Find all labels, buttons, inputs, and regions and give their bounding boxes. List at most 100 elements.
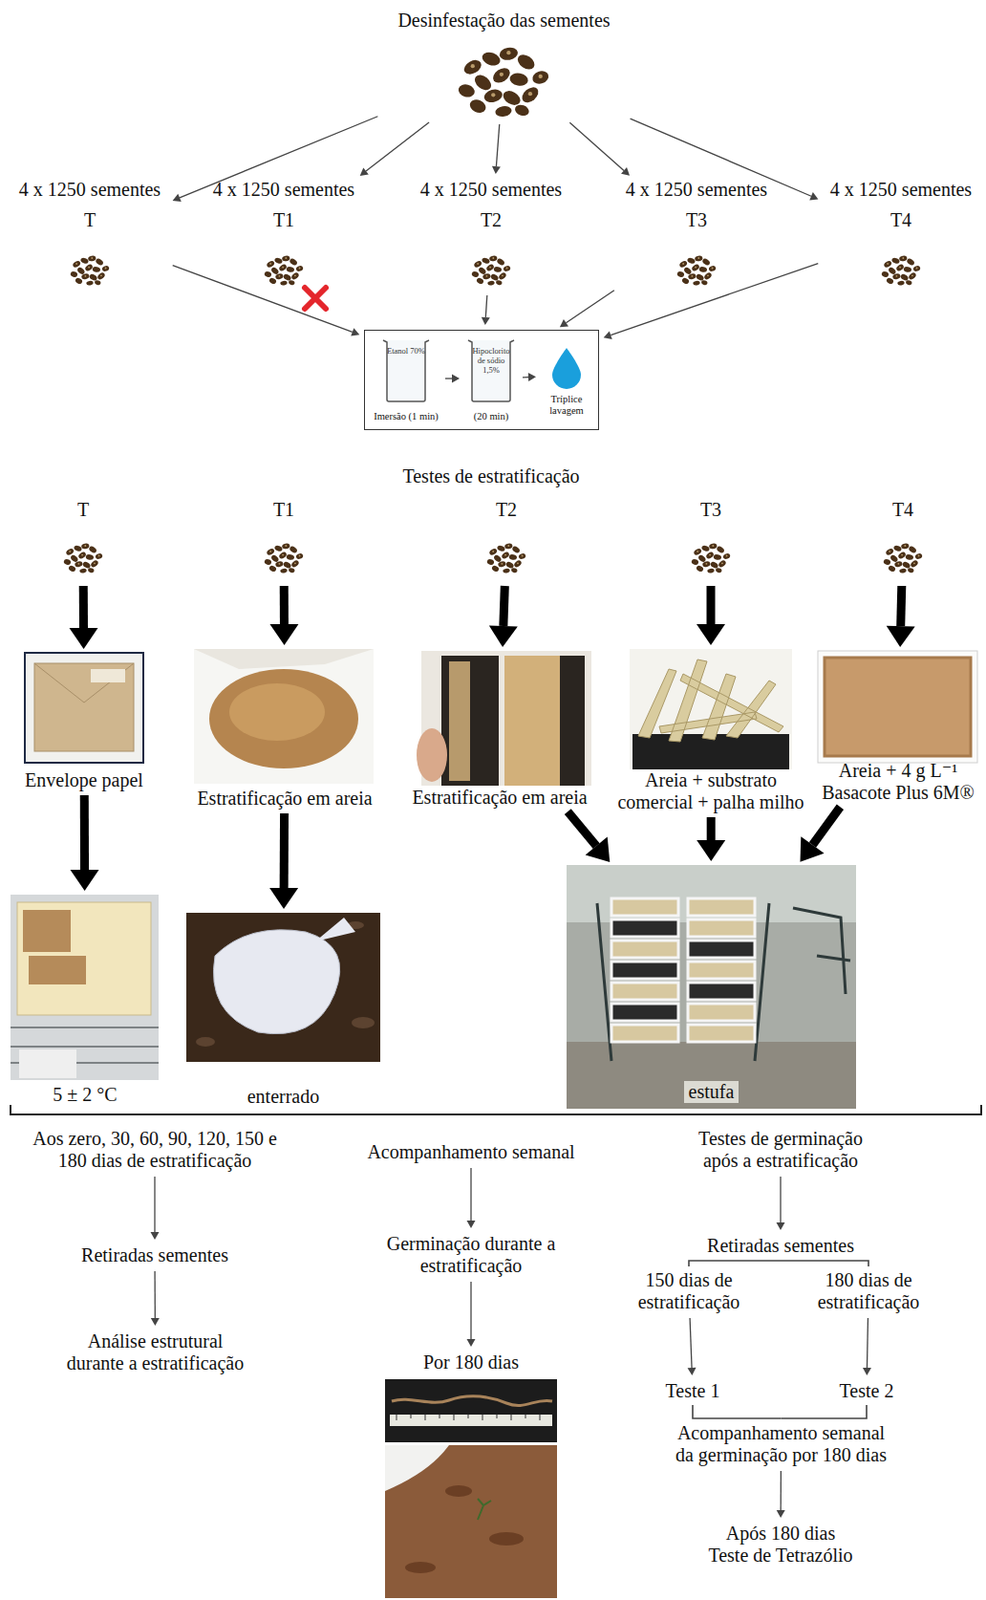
- connector-line: [153, 1270, 156, 1318]
- connector: [150, 1270, 160, 1326]
- arrowhead: [350, 327, 360, 336]
- sand-strip: [449, 661, 471, 781]
- arrowhead: [489, 624, 518, 647]
- connector: [70, 794, 100, 891]
- node-text: Retiradas sementes: [707, 1234, 855, 1257]
- connector-line: [565, 290, 614, 323]
- connector: [467, 1281, 476, 1347]
- buried-photo: [186, 912, 381, 1062]
- photo-ground: [10, 894, 159, 1080]
- node-text: (20 min): [473, 410, 509, 423]
- arrowhead: [451, 374, 460, 384]
- tray: [611, 919, 679, 937]
- tray: [687, 898, 755, 916]
- connector: [445, 374, 460, 384]
- seed-icon: [263, 255, 304, 286]
- arrowhead: [585, 835, 611, 862]
- node-text: 4 x 1250 sementes: [625, 178, 768, 201]
- sand-strip: [504, 655, 560, 786]
- connector-line: [153, 1176, 155, 1232]
- drop-outline: [549, 345, 584, 390]
- node-text: Imersão (1 min): [373, 410, 439, 423]
- connector: [776, 1470, 786, 1518]
- connector: [150, 1176, 160, 1240]
- diagram-node: 4 x 1250 sementesT4: [822, 178, 980, 291]
- sand-tray: [824, 657, 971, 756]
- envelope-flap: [34, 663, 134, 703]
- photo-frame: [24, 652, 144, 763]
- node-text: T3: [685, 209, 708, 232]
- diagram-node: 5 ± 2 °C: [7, 894, 163, 1106]
- cloth-bag: [193, 648, 374, 784]
- connector-line: [522, 376, 529, 379]
- connector: [780, 1260, 869, 1266]
- diagram-node: Desinfestação das sementes: [382, 9, 626, 120]
- arrowhead: [492, 166, 501, 174]
- arrowhead: [172, 193, 182, 202]
- soil-speck: [445, 1484, 472, 1497]
- bracket: [10, 1104, 982, 1115]
- seed-icon: [882, 542, 923, 574]
- node-text: Estratificação em areia: [196, 787, 372, 810]
- seed-icon: [471, 255, 512, 286]
- connector: [569, 122, 630, 175]
- connector-line: [445, 377, 452, 379]
- diagram-node: Por 180 dias: [385, 1350, 558, 1597]
- diagram-node: Após 180 diasTeste de Tetrazólio: [685, 1521, 877, 1566]
- soil: [385, 1444, 558, 1598]
- connector-line: [79, 585, 88, 628]
- tray: [687, 919, 755, 937]
- arrowhead: [150, 1317, 160, 1326]
- connector: [172, 265, 361, 337]
- seed-icon: [69, 255, 110, 286]
- diagram-node: Retiradas sementes: [68, 1243, 241, 1266]
- node-text: Tríplice lavagem: [536, 393, 597, 417]
- node-text: Teste 1: [665, 1379, 721, 1402]
- node-text: Retiradas sementes: [81, 1243, 229, 1266]
- node-text: 150 dias de estratificação: [626, 1268, 751, 1313]
- connector-line: [900, 585, 902, 626]
- diagram-node: 4 x 1250 sementesT: [11, 178, 169, 291]
- diagram-node: Hipoclorito de sódio 1,5%(20 min): [460, 334, 522, 423]
- connector-line: [781, 1404, 868, 1418]
- connector: [781, 1404, 868, 1418]
- arrowhead: [776, 1509, 786, 1518]
- arrowhead: [360, 167, 369, 175]
- diagram-node: Areia + substrato comercial + palha milh…: [609, 648, 813, 814]
- mesh-sand-photo: [416, 650, 592, 786]
- node-text: T4: [890, 209, 912, 232]
- connector: [492, 124, 501, 174]
- node-text: 5 ± 2 °C: [52, 1083, 117, 1106]
- diagram-node: Acompanhamento semanal da germinação por…: [673, 1421, 889, 1466]
- diagram-node: T3: [682, 498, 740, 582]
- node-text: 4 x 1250 sementes: [213, 178, 355, 201]
- arrowhead: [467, 1220, 476, 1228]
- node-text: Acompanhamento semanal: [366, 1140, 575, 1163]
- soil-speck: [351, 1016, 375, 1029]
- connector: [269, 585, 299, 645]
- node-text: T: [77, 498, 89, 521]
- diagram-node: Areia + 4 g L⁻¹ Basacote Plus 6M®: [814, 650, 983, 804]
- arrowhead: [809, 192, 818, 200]
- arrowhead: [603, 330, 613, 340]
- ruler: [389, 1414, 553, 1426]
- seed-icon: [690, 542, 731, 574]
- connector: [862, 1317, 872, 1375]
- diagram-node: 180 dias de estratificação: [806, 1268, 931, 1313]
- node-text: Desinfestação das sementes: [397, 9, 610, 32]
- arrowhead: [481, 317, 491, 325]
- tray: [611, 982, 679, 1000]
- connector: [567, 811, 610, 862]
- connector-line: [485, 295, 488, 318]
- diagram-node: Etanol 70%Imersão (1 min)Hipoclorito de …: [364, 329, 600, 430]
- photo-ground: [629, 648, 793, 770]
- envelope: [28, 955, 86, 985]
- connector: [559, 290, 615, 328]
- node-text: Areia + substrato comercial + palha milh…: [609, 769, 813, 814]
- diagram-node: Etanol 70%Imersão (1 min): [367, 334, 445, 423]
- connector-line: [780, 1260, 869, 1266]
- arrowhead: [269, 623, 299, 645]
- node-text: Por 180 dias: [423, 1350, 519, 1373]
- diagram-node: Germinação durante a estratificação: [375, 1232, 567, 1277]
